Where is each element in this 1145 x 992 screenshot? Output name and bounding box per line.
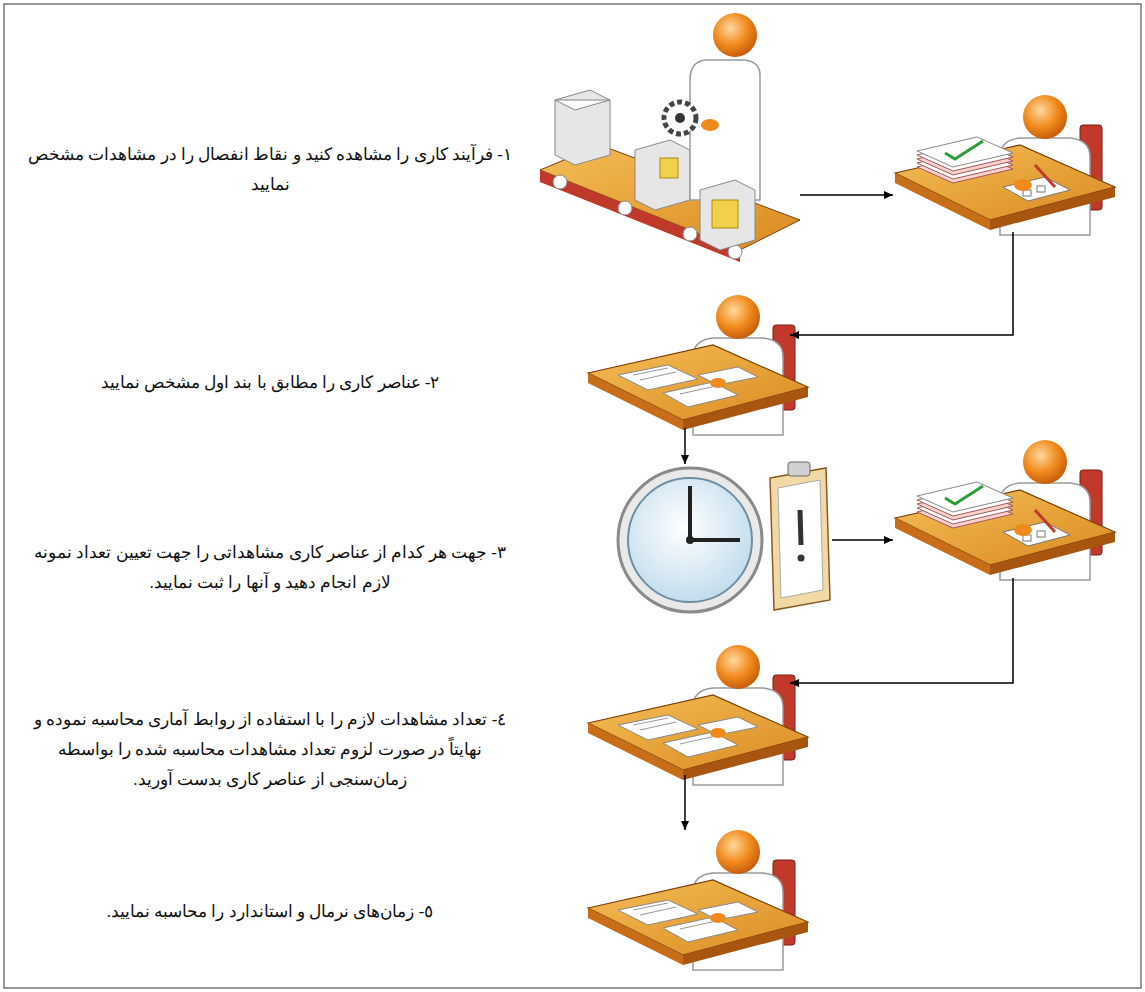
step-text: ١- فرآیند کاری را مشاهده کنید و نقاط انف… — [20, 140, 520, 200]
desk-worker — [588, 645, 808, 785]
step-text: ٤- تعداد مشاهدات لازم را با استفاده از ر… — [20, 705, 520, 795]
conveyor-worker — [540, 13, 800, 262]
clock — [618, 468, 762, 612]
desk-worker — [895, 440, 1115, 580]
flow-arrows — [685, 195, 1013, 830]
desk-worker — [588, 295, 808, 435]
step-text: ٥- زمان‌های نرمال و استاندارد را محاسبه … — [20, 897, 520, 927]
desk-worker — [895, 95, 1115, 235]
clipboard — [770, 462, 830, 610]
desk-worker — [588, 830, 808, 970]
step-text: ٣- جهت هر کدام از عناصر کاری مشاهداتی را… — [20, 538, 520, 598]
frame — [4, 4, 1141, 988]
step-text: ٢- عناصر کاری را مطابق با بند اول مشخص ن… — [20, 368, 520, 398]
